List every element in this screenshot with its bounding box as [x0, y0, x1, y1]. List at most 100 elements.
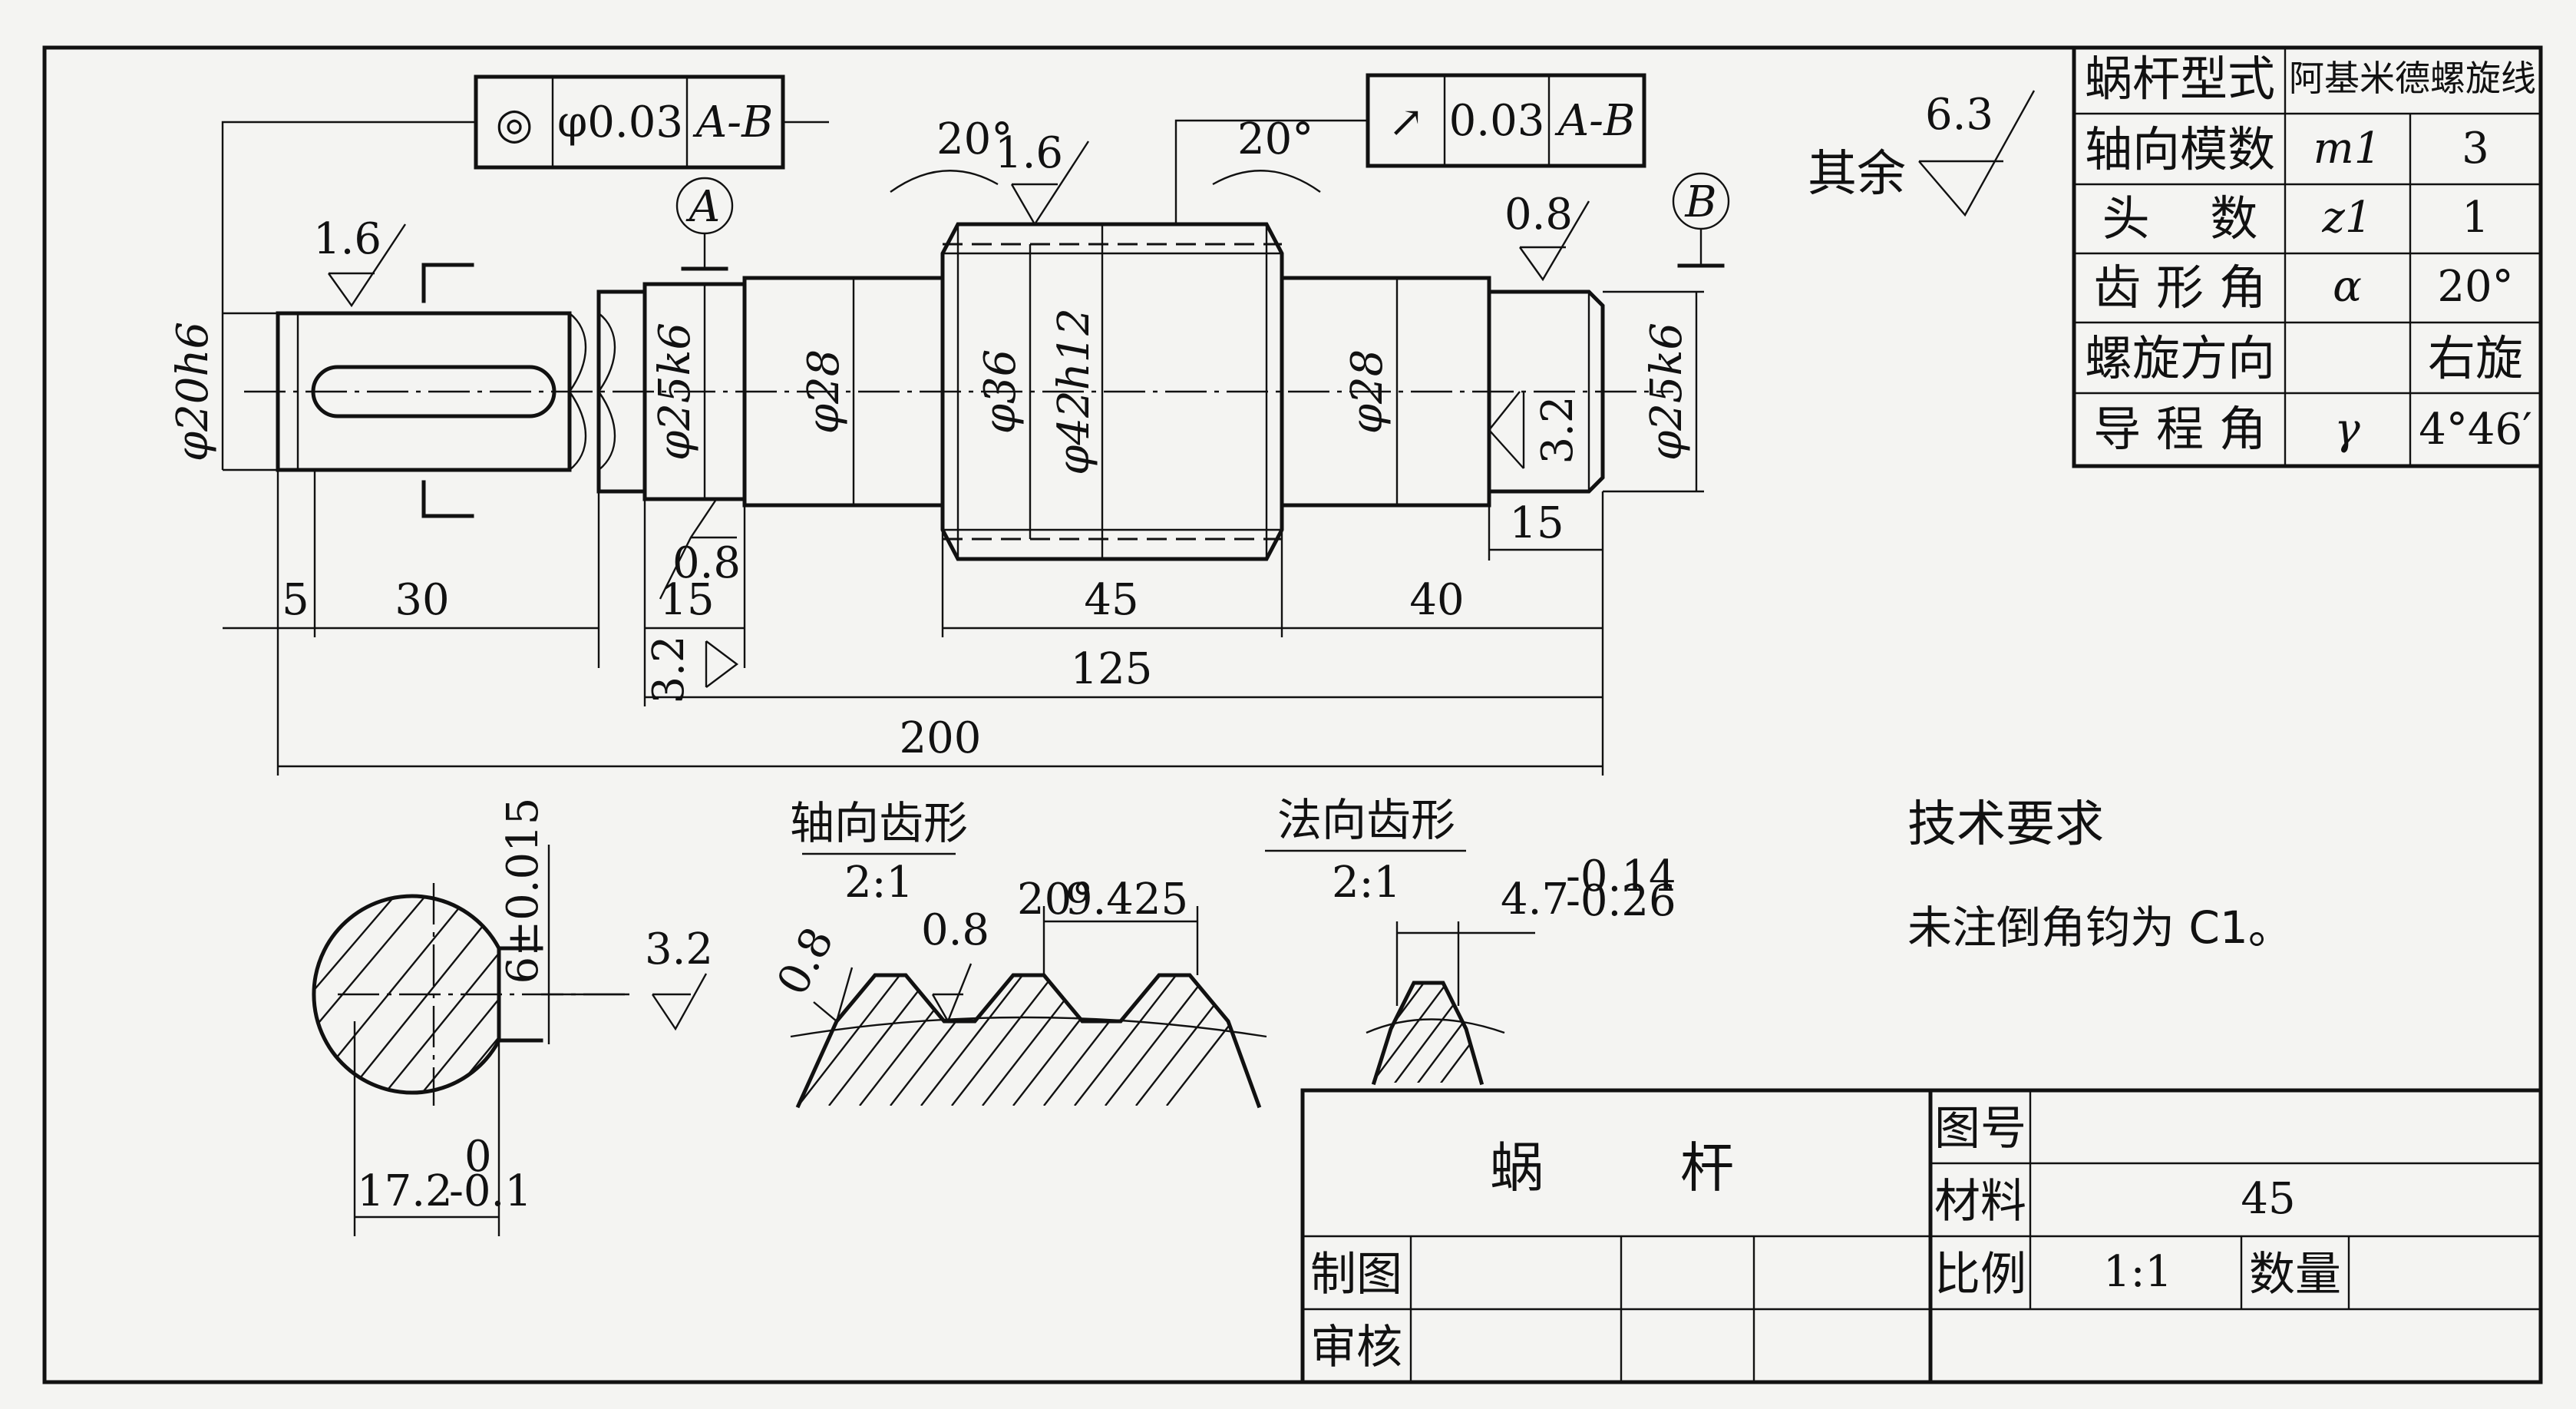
param-symbol-module: m1: [2313, 124, 2382, 174]
param-symbol-starts: z1: [2321, 193, 2372, 243]
svg-text:3.2: 3.2: [644, 635, 694, 703]
param-name-type: 蜗杆型式: [2085, 51, 2275, 107]
dia-phi28-right: φ28: [1342, 349, 1392, 434]
svg-text:1.6: 1.6: [313, 214, 381, 264]
param-name-starts: 头 数: [2102, 190, 2258, 246]
dia-phi25k6-right: φ25k6: [1642, 322, 1692, 461]
tech-req-text: 未注倒角钧为 C1。: [1907, 901, 2293, 954]
coaxiality-tolerance-frame: ◎ φ0.03 A-B: [221, 74, 829, 313]
axial-profile-scale: 2:1: [844, 858, 913, 908]
coaxiality-value: φ0.03: [557, 98, 683, 147]
param-symbol-lead-angle: γ: [2334, 405, 2360, 455]
svg-text:200: 200: [900, 713, 982, 763]
param-value-module: 3: [2462, 124, 2489, 174]
param-value-pressure-angle: 20°: [2437, 262, 2513, 312]
svg-text:30: 30: [395, 575, 449, 625]
angle-20-right: 20°: [1237, 114, 1313, 164]
axial-tooth-profile: 轴向齿形 2:1 9.425 20° 0.8: [768, 797, 1267, 1109]
normal-tooth-profile: 法向齿形 2:1 4.7 -0.14 -0.26: [1265, 794, 1676, 1086]
other-surfaces-label: 其余: [1808, 146, 1906, 203]
svg-text:15: 15: [659, 575, 714, 625]
svg-text:1.6: 1.6: [995, 128, 1063, 178]
svg-text:0.8: 0.8: [1504, 190, 1573, 240]
roughness-3-2-right-shoulder: 3.2: [1488, 391, 1583, 469]
section-depth-lower: -0.1: [449, 1166, 532, 1216]
datum-b: B: [1672, 172, 1730, 268]
coaxiality-symbol: ◎: [496, 99, 533, 149]
runout-tolerance-frame: ↗ 0.03 A-B: [1174, 73, 1646, 224]
keyway-width-tolerance: 6±0.015: [498, 798, 548, 984]
keyway-slot: [311, 365, 556, 418]
angle-20-left: 20°: [936, 114, 1012, 164]
datum-a: A: [675, 177, 734, 271]
dia-phi42h12: φ42h12: [1049, 308, 1099, 475]
svg-text:A: A: [685, 182, 720, 232]
svg-text:15: 15: [1509, 498, 1564, 548]
svg-text:45: 45: [1084, 575, 1138, 625]
material-value: 45: [2241, 1174, 2295, 1224]
roughness-0-8-tooth-left: 0.8: [768, 919, 854, 1024]
normal-profile-scale: 2:1: [1332, 858, 1401, 908]
tech-req-title: 技术要求: [1907, 796, 2104, 853]
svg-text:5: 5: [282, 575, 309, 625]
other-surfaces-roughness: 其余 6.3: [1808, 90, 2036, 217]
normal-thickness-lower: -0.26: [1566, 876, 1676, 926]
scale-value: 1:1: [2103, 1247, 2172, 1297]
roughness-3-2-left-shoulder: 3.2: [644, 635, 738, 704]
checked-by-label: 审核: [1310, 1321, 1402, 1374]
normal-thickness-upper: -0.14: [1566, 852, 1676, 901]
dia-phi28-left: φ28: [799, 349, 849, 434]
axial-profile-title: 轴向齿形: [790, 797, 968, 849]
normal-thickness-main: 4.7: [1501, 875, 1569, 924]
svg-text:3.2: 3.2: [645, 924, 713, 974]
angle-20-profile: 20°: [1017, 875, 1093, 924]
param-name-pressure-angle: 齿 形 角: [2093, 260, 2266, 316]
dia-phi36: φ36: [976, 349, 1025, 434]
runout-datum: A-B: [1554, 96, 1636, 146]
param-symbol-pressure-angle: α: [2333, 262, 2362, 312]
scale-label: 比例: [1934, 1248, 2026, 1302]
roughness-1-6-worm: 1.6: [995, 128, 1090, 227]
param-value-lead-angle: 4°46′: [2419, 405, 2532, 455]
dia-phi20h6: φ20h6: [168, 322, 218, 461]
svg-text:0.8: 0.8: [921, 905, 989, 955]
svg-text:B: B: [1684, 177, 1716, 227]
worm-parameter-table: 蜗杆型式 阿基米德螺旋线 轴向模数 m1 3 头 数 z1 1 齿 形 角 α …: [2072, 45, 2543, 468]
technical-requirements: 技术要求 未注倒角钧为 C1。: [1907, 796, 2293, 954]
other-surfaces-roughness-value: 6.3: [1925, 90, 1993, 140]
axial-pitch: 9.425: [1065, 875, 1188, 924]
param-value-hand: 右旋: [2428, 330, 2523, 386]
drawing-no-label: 图号: [1934, 1102, 2026, 1156]
svg-text:3.2: 3.2: [1533, 395, 1583, 464]
param-name-module: 轴向模数: [2085, 121, 2275, 177]
quantity-label: 数量: [2249, 1248, 2341, 1302]
drawing-frame: [42, 45, 2543, 1384]
param-value-type: 阿基米德螺旋线: [2289, 58, 2536, 99]
param-name-lead-angle: 导 程 角: [2093, 401, 2266, 457]
roughness-0-8-tooth: 0.8: [921, 905, 989, 1024]
title-block: 蜗 杆 图号 材料 45 比例 1:1 数量 制图 审核: [1300, 1088, 2543, 1384]
keyway-cross-section: 6±0.015 3.2 17.2 0 -0.1: [312, 798, 713, 1236]
section-depth-upper: 0: [464, 1132, 492, 1182]
drawn-by-label: 制图: [1310, 1248, 1402, 1302]
material-label: 材料: [1934, 1175, 2026, 1229]
param-name-hand: 螺旋方向: [2085, 330, 2275, 386]
normal-profile-title: 法向齿形: [1277, 794, 1455, 846]
dia-phi25k6-left: φ25k6: [650, 322, 700, 461]
section-depth-main: 17.2: [357, 1166, 453, 1216]
coaxiality-datum: A-B: [692, 98, 774, 147]
runout-symbol: ↗: [1389, 98, 1425, 147]
worm-main-view: φ20h6 φ25k6 φ28 φ36 φ42h12 φ28 φ25k6 A B: [168, 73, 1730, 776]
part-name: 蜗 杆: [1490, 1136, 1734, 1199]
svg-text:40: 40: [1409, 575, 1464, 625]
roughness-0-8-right: 0.8: [1504, 190, 1590, 282]
length-dimensions: 5 30 15 45 40 15 125 200: [223, 470, 1604, 776]
runout-value: 0.03: [1449, 96, 1545, 146]
param-value-starts: 1: [2462, 193, 2489, 243]
svg-text:0.8: 0.8: [672, 538, 741, 588]
roughness-3-2-keyway: 3.2: [645, 924, 713, 1031]
roughness-1-6-left: 1.6: [313, 214, 407, 308]
svg-text:125: 125: [1071, 644, 1153, 694]
roughness-0-8-shoulder: 0.8: [659, 500, 741, 600]
